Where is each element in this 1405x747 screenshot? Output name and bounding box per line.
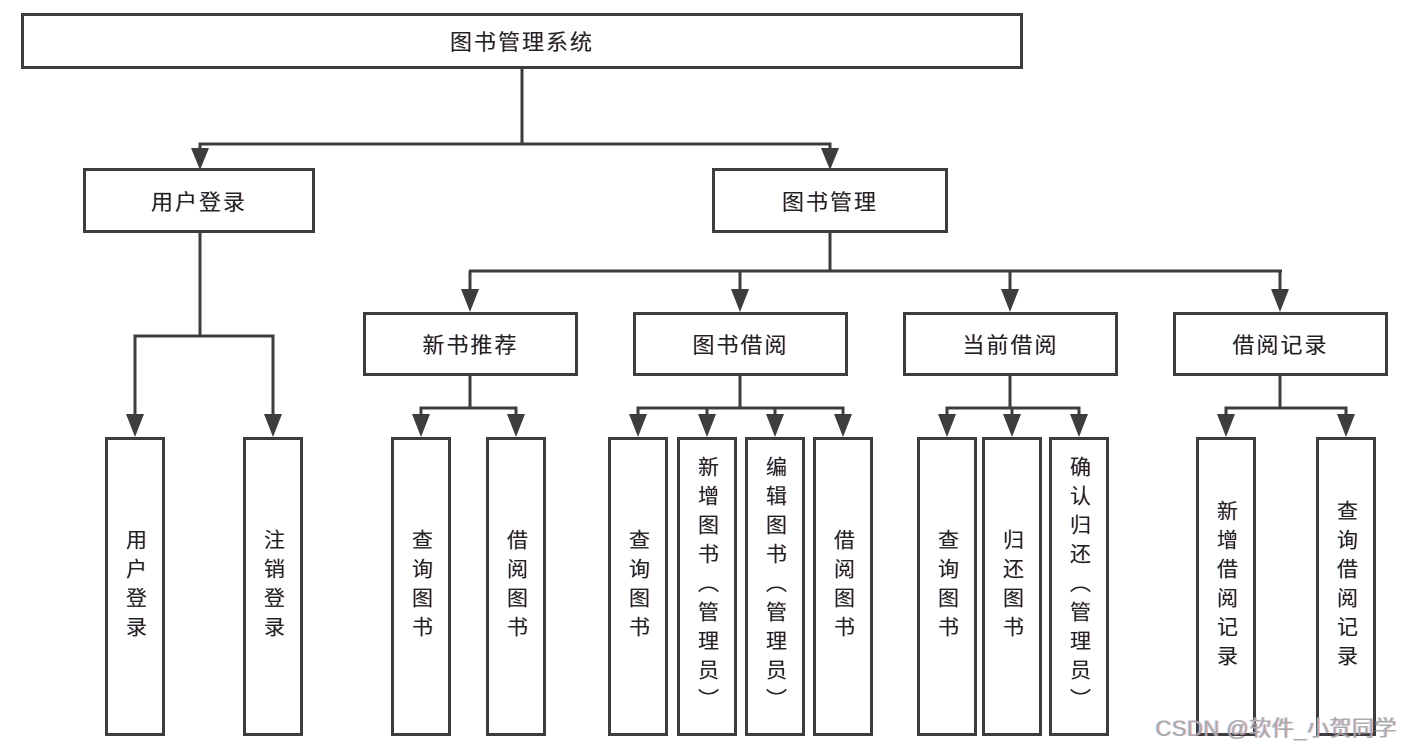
csdn-watermark: CSDN @软件_小贺同学 — [1155, 716, 1397, 741]
node-label: 图书借阅 — [692, 333, 789, 358]
leaf-user-login: 用户登录 — [105, 437, 165, 736]
leaf-borrow-books: 借阅图书 — [813, 437, 873, 736]
leaf-search-books: 查询图书 — [391, 437, 451, 736]
connector-current-to-leaves — [938, 376, 1088, 437]
connector-user-login-to-leaves — [126, 233, 282, 437]
node-library-management-system: 图书管理系统 — [21, 13, 1023, 69]
node-book-borrowing: 图书借阅 — [633, 312, 848, 376]
connector-root-to-branches — [191, 69, 839, 170]
leaf-borrow-books: 借阅图书 — [486, 437, 546, 736]
leaf-label: 编辑图书（管理员） — [763, 456, 787, 717]
leaf-label: 查询图书 — [409, 528, 433, 645]
leaf-search-books: 查询图书 — [608, 437, 668, 736]
node-new-book-recommend: 新书推荐 — [363, 312, 578, 376]
leaf-label: 查询借阅记录 — [1334, 499, 1358, 674]
node-label: 新书推荐 — [422, 333, 519, 358]
leaf-add-books-admin: 新增图书（管理员） — [677, 437, 737, 736]
connector-borrowing-to-leaves — [629, 376, 852, 437]
leaf-confirm-return-admin: 确认归还（管理员） — [1049, 437, 1109, 736]
leaf-label: 借阅图书 — [831, 528, 855, 645]
leaf-label: 新增图书（管理员） — [695, 456, 719, 717]
node-user-login: 用户登录 — [83, 168, 315, 233]
leaf-label: 借阅图书 — [504, 528, 528, 645]
connector-book-mgmt-to-sections — [461, 233, 1289, 312]
leaf-label: 用户登录 — [123, 528, 147, 645]
leaf-label: 查询图书 — [935, 528, 959, 645]
node-label: 当前借阅 — [962, 333, 1059, 358]
node-borrowing-records: 借阅记录 — [1173, 312, 1388, 376]
node-label: 图书管理系统 — [449, 30, 594, 55]
node-current-borrowing: 当前借阅 — [903, 312, 1118, 376]
leaf-logout: 注销登录 — [243, 437, 303, 736]
connector-records-to-leaves — [1217, 376, 1355, 437]
leaf-search-books: 查询图书 — [917, 437, 977, 736]
leaf-add-borrow-record: 新增借阅记录 — [1196, 437, 1256, 736]
leaf-label: 确认归还（管理员） — [1067, 456, 1091, 717]
leaf-search-borrow-record: 查询借阅记录 — [1316, 437, 1376, 736]
leaf-label: 查询图书 — [626, 528, 650, 645]
leaf-return-books: 归还图书 — [982, 437, 1042, 736]
node-label: 图书管理 — [781, 189, 878, 215]
leaf-label: 新增借阅记录 — [1214, 499, 1238, 674]
leaf-edit-books-admin: 编辑图书（管理员） — [745, 437, 805, 736]
leaf-label: 注销登录 — [261, 528, 285, 645]
node-label: 用户登录 — [150, 189, 247, 215]
connector-new-books-to-leaves — [412, 376, 525, 437]
leaf-label: 归还图书 — [1000, 528, 1024, 645]
node-label: 借阅记录 — [1232, 333, 1329, 358]
node-book-management: 图书管理 — [712, 168, 948, 233]
